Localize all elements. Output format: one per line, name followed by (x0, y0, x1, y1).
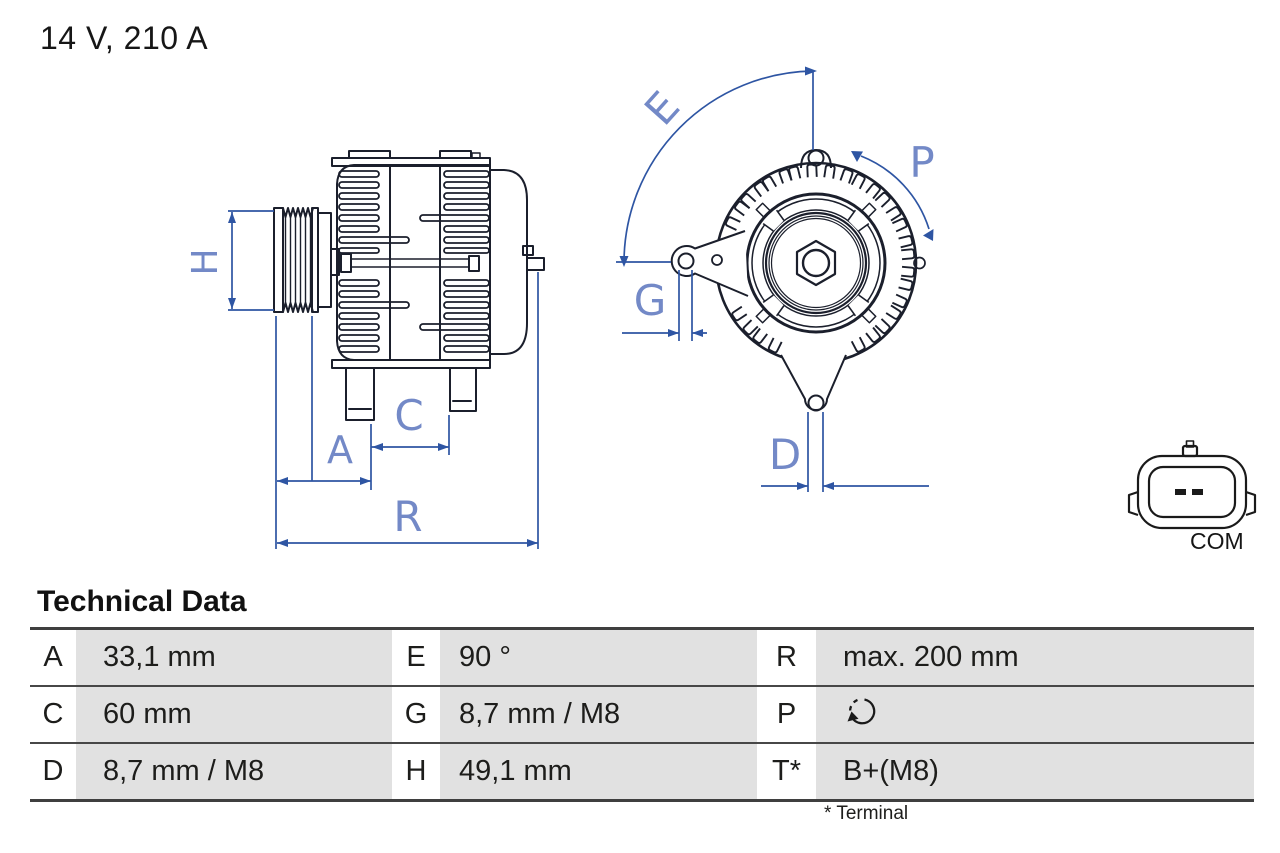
table-row: A 33,1 mm E 90 ° R max. 200 mm (30, 630, 1254, 685)
dimension-arrowheads (228, 66, 934, 547)
dimension-lines (228, 70, 930, 549)
dimension-label-r: R (393, 492, 422, 541)
dimension-d-lines (761, 412, 929, 492)
param-key: E (392, 630, 440, 685)
connector-pin-icon (1175, 489, 1186, 495)
dimension-c-lines (371, 415, 450, 455)
connector-pin-icon (1192, 489, 1203, 495)
pulley-icon (273, 207, 340, 313)
param-value: max. 200 mm (816, 630, 1254, 685)
side-view-drawing (273, 150, 545, 421)
param-key: G (392, 687, 440, 742)
param-key: T* (757, 744, 816, 799)
shaft-nut-icon (795, 239, 837, 287)
terminal-footnote: * Terminal (824, 803, 909, 824)
param-key: A (30, 630, 76, 685)
dimension-label-a: A (327, 428, 353, 472)
param-key: R (757, 630, 816, 685)
dimension-label-g: G (634, 276, 667, 325)
dimension-label-d: D (769, 430, 801, 479)
section-title: Technical Data (37, 585, 247, 618)
param-value: B+(M8) (816, 744, 1254, 799)
technical-drawing: H A C R E G P D COM (185, 66, 1257, 554)
dimension-label-c: C (394, 391, 423, 440)
param-value: 49,1 mm (440, 744, 757, 799)
param-value: 90 ° (440, 630, 757, 685)
counterclockwise-rotation-icon (847, 698, 876, 725)
connector-label: COM (1190, 528, 1244, 554)
table-row: C 60 mm G 8,7 mm / M8 P (30, 685, 1254, 742)
param-key: P (757, 687, 816, 742)
param-value: 33,1 mm (76, 630, 392, 685)
com-connector-2pin-icon (1127, 440, 1257, 530)
param-value: 8,7 mm / M8 (76, 744, 392, 799)
table-row: D 8,7 mm / M8 H 49,1 mm T* B+(M8) (30, 742, 1254, 799)
dimension-g-lines (622, 270, 707, 341)
technical-data-table: A 33,1 mm E 90 ° R max. 200 mm C 60 mm G… (30, 627, 1254, 802)
dimension-h-lines (228, 210, 274, 311)
dimension-label-p: P (909, 138, 934, 187)
param-key: D (30, 744, 76, 799)
param-value: 8,7 mm / M8 (440, 687, 757, 742)
param-value (816, 687, 1254, 742)
dimension-label-h: H (185, 248, 226, 275)
voltage-current-rating: 14 V, 210 A (40, 20, 209, 56)
front-view-drawing (670, 149, 926, 412)
param-value: 60 mm (76, 687, 392, 742)
dimension-r-lines (277, 272, 539, 549)
rotation-direction-arc (860, 155, 930, 230)
param-key: H (392, 744, 440, 799)
param-key: C (30, 687, 76, 742)
